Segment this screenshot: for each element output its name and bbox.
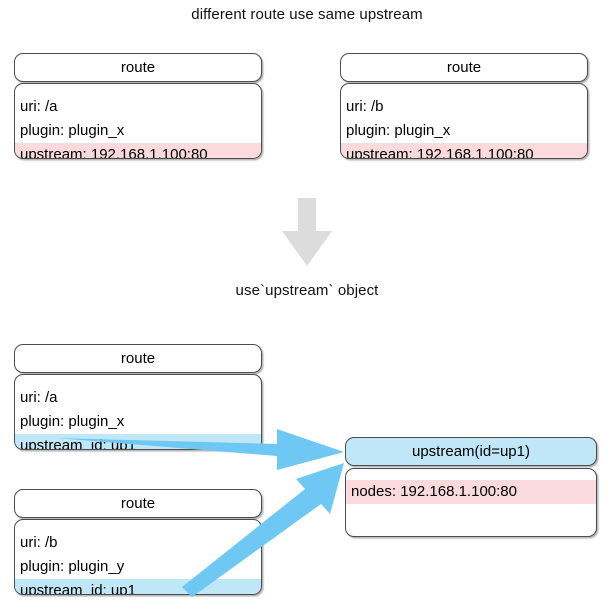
section-title-top: different route use same upstream bbox=[191, 6, 423, 23]
row-spacer bbox=[15, 520, 261, 531]
row-uri: uri: /a bbox=[20, 98, 58, 115]
route-card-header: route bbox=[14, 344, 262, 373]
route-card-body: uri: /b plugin: plugin_x upstream: 192.1… bbox=[340, 83, 588, 159]
route-card-body: uri: /a plugin: plugin_x upstream: 192.1… bbox=[14, 83, 262, 159]
row-uri: uri: /b bbox=[20, 534, 58, 551]
row-upstream-id: upstream_id: up1 bbox=[15, 579, 261, 594]
route-card-body: uri: /a plugin: plugin_x upstream_id: up… bbox=[14, 374, 262, 450]
row-uri: uri: /b bbox=[346, 98, 384, 115]
row-spacer bbox=[15, 375, 261, 386]
row-plugin: plugin: plugin_x bbox=[20, 413, 125, 430]
row-uri: uri: /a bbox=[20, 389, 58, 406]
row-plugin: plugin: plugin_y bbox=[20, 558, 125, 575]
route-card-header: route bbox=[340, 53, 588, 82]
row-spacer-bottom bbox=[346, 504, 596, 515]
arrow-down-icon bbox=[282, 198, 332, 266]
section-title-mid: use`upstream` object bbox=[235, 282, 379, 299]
row-spacer bbox=[15, 84, 261, 95]
upstream-card-header: upstream(id=up1) bbox=[345, 437, 597, 466]
row-upstream: upstream: 192.168.1.100:80 bbox=[341, 143, 587, 158]
row-plugin: plugin: plugin_x bbox=[20, 122, 125, 139]
row-nodes: nodes: 192.168.1.100:80 bbox=[346, 480, 596, 504]
row-plugin: plugin: plugin_x bbox=[346, 122, 451, 139]
row-upstream-id: upstream_id: up1 bbox=[15, 434, 261, 449]
upstream-card-body: nodes: 192.168.1.100:80 bbox=[345, 468, 597, 537]
row-spacer bbox=[341, 84, 587, 95]
row-upstream: upstream: 192.168.1.100:80 bbox=[15, 143, 261, 158]
row-spacer bbox=[346, 469, 596, 480]
route-card-header: route bbox=[14, 53, 262, 82]
route-card-header: route bbox=[14, 489, 262, 518]
route-card-body: uri: /b plugin: plugin_y upstream_id: up… bbox=[14, 519, 262, 595]
